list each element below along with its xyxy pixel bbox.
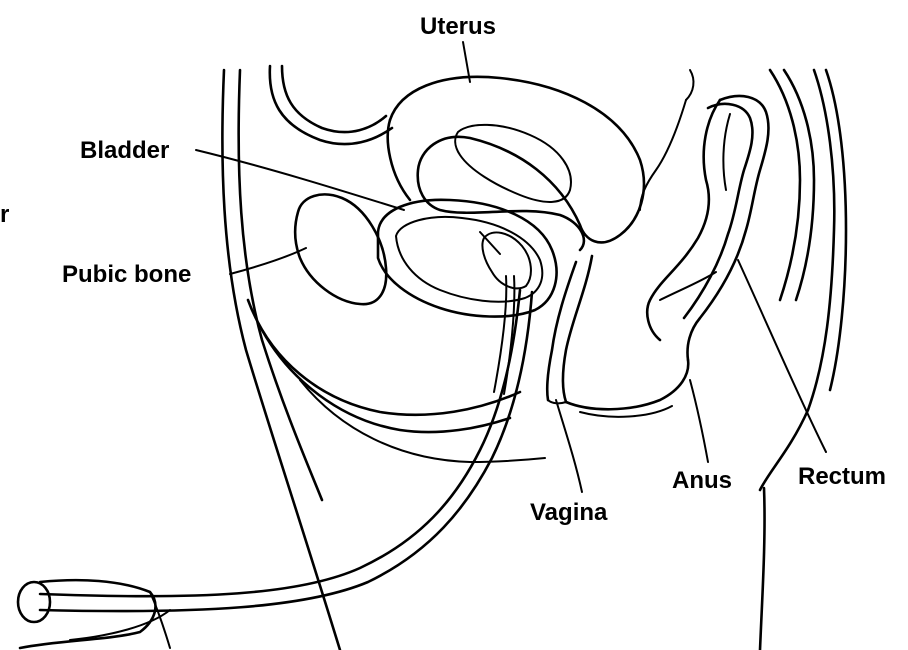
rectum-shape: [647, 96, 768, 360]
pubic-bone-shape: [295, 194, 386, 304]
back-body-outline: [640, 70, 846, 650]
label-rectum: Rectum: [798, 463, 886, 490]
uterus-shape: [388, 77, 644, 250]
label-pubic-bone: Pubic bone: [62, 261, 191, 288]
label-uterus: Uterus: [420, 13, 496, 40]
vagina-shape: [547, 256, 592, 403]
label-bladder: Bladder: [80, 137, 169, 164]
perineum-line: [566, 360, 688, 417]
label-edge-fragment: r: [0, 201, 9, 228]
label-anus: Anus: [672, 467, 732, 494]
label-vagina: Vagina: [530, 499, 608, 526]
bladder-shape: [378, 200, 557, 317]
front-body-outline: [222, 66, 392, 650]
